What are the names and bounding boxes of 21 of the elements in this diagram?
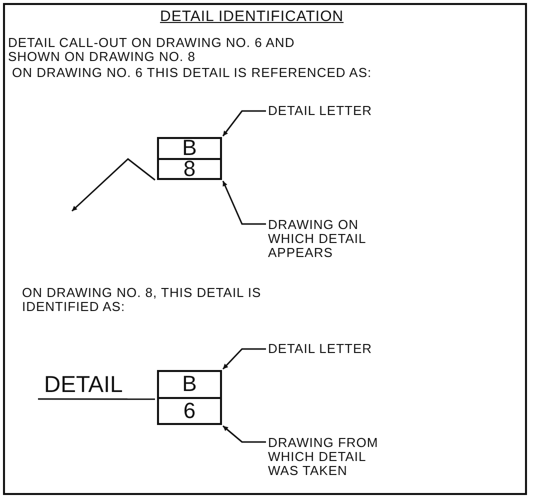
callout-symbol xyxy=(157,137,222,180)
callout-cell: 6 xyxy=(159,397,220,423)
leader-text: DETAIL LETTER xyxy=(268,104,398,118)
leader-text: DRAWING FROM WHICH DETAIL WAS TAKEN xyxy=(268,436,388,478)
edge-label: DETAIL xyxy=(44,372,123,396)
callout-symbol xyxy=(157,370,222,425)
note-text: ON DRAWING NO. 6 THIS DETAIL IS REFERENCED AS: xyxy=(12,66,372,80)
leader-line xyxy=(72,158,156,212)
note-text: ON DRAWING NO. 8, THIS DETAIL IS IDENTIFIED AS: xyxy=(22,286,262,314)
leader-text: DETAIL LETTER xyxy=(268,342,398,356)
callout-cell: B xyxy=(159,372,220,398)
reference-line xyxy=(38,398,155,400)
note-text: DETAIL CALL-OUT ON DRAWING NO. 6 AND SHOWN ON DRAWING NO. 8 xyxy=(8,36,296,64)
leader-line xyxy=(222,425,266,443)
callout-cell: B xyxy=(159,139,220,159)
callout-cell: 8 xyxy=(159,158,220,178)
title: DETAIL IDENTIFICATION xyxy=(160,10,344,24)
leader-line xyxy=(222,348,266,370)
leader-line xyxy=(222,110,266,136)
leader-line xyxy=(222,180,266,225)
leader-text: DRAWING ON WHICH DETAIL APPEARS xyxy=(268,218,378,260)
